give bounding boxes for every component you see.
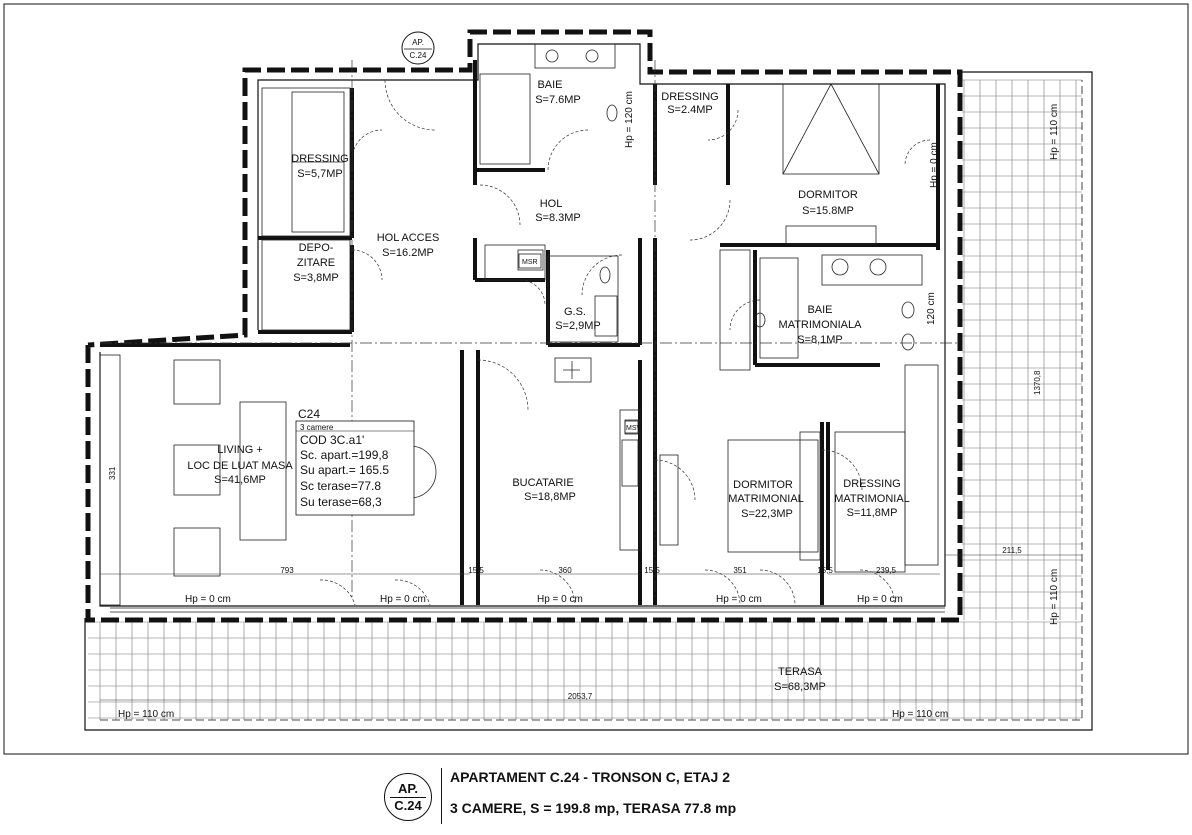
room-baie-name: BAIE [537, 79, 562, 91]
interior-walls [100, 60, 940, 605]
hp-label-living: Hp = 0 cm [185, 594, 231, 605]
room-dressing-matrimonial-name1: DRESSING [843, 478, 900, 490]
info-su-apart: Su apart.= 165.5 [300, 463, 389, 477]
hp-label-terrace-right: Hp = 110 cm [892, 709, 948, 720]
hp-label-dormitor: Hp = 0 cm [929, 142, 940, 188]
room-dormitor-name: DORMITOR [798, 189, 858, 201]
footer-line1: APARTAMENT C.24 - TRONSON C, ETAJ 2 [450, 769, 731, 785]
hp-label-vertical-bottom: Hp = 110 cm [1049, 569, 1060, 625]
hp-label-vertical-top: Hp = 110 cm [1049, 104, 1060, 160]
room-depozitare-name2: ZITARE [297, 257, 335, 269]
terrace-dashed-edge [100, 80, 1083, 721]
room-depozitare-area: S=3,8MP [293, 272, 339, 284]
footer-marker: AP. C.24 [384, 773, 432, 821]
plan-marker-line2: C.24 [410, 51, 427, 60]
info-sc-terase: Sc terase=77.8 [300, 479, 381, 493]
exterior-walls [85, 29, 963, 623]
dimensions: 793 15,5 360 15,5 351 15,5 239,5 211,5 2… [100, 370, 1082, 701]
room-baie-area: S=7.6MP [535, 94, 581, 106]
dim-331: 331 [108, 466, 117, 480]
dim-15-5-c: 15,5 [817, 566, 833, 575]
dim-793: 793 [280, 566, 294, 575]
hp-label-baie-matrimoniala: 120 cm [926, 292, 937, 325]
dim-1370-8: 1370,8 [1033, 370, 1042, 395]
info-box: C24 3 camere COD 3C.a1' Sc. apart.=199,8… [295, 407, 415, 516]
info-code: C24 [298, 407, 320, 421]
room-bucatarie-area: S=18,8MP [524, 491, 576, 503]
room-gs-area: S=2,9MP [555, 320, 601, 332]
footer-line2: 3 CAMERE, S = 199.8 mp, TERASA 77.8 mp [450, 800, 737, 816]
door-swings [319, 79, 931, 606]
room-terasa-area: S=68,3MP [774, 681, 826, 693]
footer-divider [441, 768, 442, 824]
info-rooms-count: 3 camere [300, 423, 334, 432]
hp-label-bedroom: Hp = 0 cm [716, 594, 762, 605]
room-dormitor-matrimonial-name2: MATRIMONIAL [728, 493, 804, 505]
room-living-area: S=41,6MP [214, 474, 266, 486]
equipment-msr: MSR [522, 259, 538, 266]
room-baie-matrimoniala-name1: BAIE [807, 304, 832, 316]
room-dormitor-area: S=15.8MP [802, 205, 854, 217]
room-depozitare-name1: DEPO- [299, 242, 334, 254]
terrace-grid [88, 79, 1082, 720]
room-hol-acces-area: S=16.2MP [382, 247, 434, 259]
room-hol-area: S=8.3MP [535, 212, 581, 224]
info-sc-apart: Sc. apart.=199,8 [300, 448, 389, 462]
dim-351: 351 [733, 566, 747, 575]
thin-lines [99, 43, 945, 613]
dim-2053-7: 2053,7 [568, 692, 593, 701]
dim-211-5: 211,5 [1002, 546, 1022, 555]
room-bucatarie-name: BUCATARIE [512, 477, 573, 489]
room-baie-matrimoniala-area: S=8,1MP [797, 334, 843, 346]
hp-label-terrace-left: Hp = 110 cm [118, 709, 174, 720]
hp-labels: Hp = 0 cm Hp = 0 cm Hp = 0 cm Hp = 0 cm … [118, 91, 1060, 720]
hp-label-baie: Hp = 120 cm [624, 91, 635, 148]
room-terasa-name: TERASA [778, 666, 823, 678]
hp-label-hall: Hp = 0 cm [380, 594, 426, 605]
room-dormitor-matrimonial-name1: DORMITOR [733, 479, 793, 491]
dim-239-5: 239,5 [876, 566, 897, 575]
hp-label-kitchen: Hp = 0 cm [537, 594, 583, 605]
room-living-name2: LOC DE LUAT MASA [187, 460, 293, 472]
room-gs-name: G.S. [564, 306, 586, 318]
room-dressing-left-area: S=5,7MP [297, 168, 343, 180]
room-dressing-small-area: S=2.4MP [667, 104, 713, 116]
info-su-terase: Su terase=68,3 [300, 495, 382, 509]
info-cod: COD 3C.a1' [300, 433, 364, 447]
equipment-msv: MSV [626, 425, 642, 432]
footer-marker-line2: C.24 [394, 797, 422, 813]
dim-15-5-b: 15,5 [644, 566, 660, 575]
room-labels: BAIE S=7.6MP DRESSING S=2.4MP DRESSING S… [187, 79, 909, 693]
room-hol-acces-name: HOL ACCES [377, 232, 440, 244]
room-baie-matrimoniala-name2: MATRIMONIALA [779, 319, 863, 331]
plan-marker-line1: AP. [412, 38, 424, 47]
room-dormitor-matrimonial-area: S=22,3MP [741, 508, 793, 520]
dim-15-5-a: 15,5 [468, 566, 484, 575]
room-dressing-matrimonial-name2: MATRIMONIAL [834, 493, 910, 505]
terrace-outline [84, 71, 1093, 731]
footer-marker-line1: AP. [398, 780, 418, 796]
room-hol-name: HOL [540, 198, 563, 210]
room-dressing-left-name: DRESSING [291, 153, 348, 165]
room-dressing-matrimonial-area: S=11,8MP [847, 507, 898, 519]
drawing-frame [3, 3, 1189, 755]
footer-marker-divider [389, 796, 427, 798]
room-living-name1: LIVING + [217, 444, 263, 456]
hp-label-dressing: Hp = 0 cm [857, 594, 903, 605]
plan-marker: AP. C.24 [401, 31, 435, 65]
room-dressing-small-name: DRESSING [661, 91, 718, 103]
dim-360: 360 [558, 566, 572, 575]
